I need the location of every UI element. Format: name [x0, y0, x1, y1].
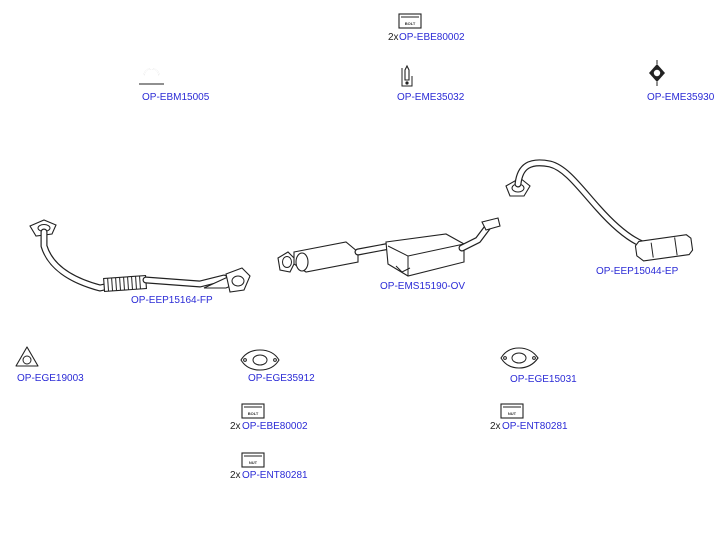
rear-pipe-part[interactable]: OP-EEP15044-EP [505, 159, 694, 277]
bolt-box-icon: BOLT [241, 403, 265, 419]
bolt-top-qty: 2x [388, 32, 399, 43]
nut-bottom-qty: 2x [230, 470, 241, 481]
bolt-mid-part[interactable]: BOLT 2x OP-EBE80002 [230, 403, 308, 432]
hanger-a-code-link[interactable]: OP-EME35032 [397, 92, 465, 103]
oval-gasket-icon [500, 347, 539, 369]
nut-right-qty: 2x [490, 421, 501, 432]
nut-right-part[interactable]: NUT 2x OP-ENT80281 [490, 403, 568, 432]
triangle-gasket-icon [15, 346, 39, 367]
gasket-b-code-link[interactable]: OP-EGE35912 [248, 373, 315, 384]
bolt-top-part[interactable]: BOLT 2x OP-EBE80002 [388, 13, 465, 43]
nut-bottom-part[interactable]: NUT 2x OP-ENT80281 [230, 452, 308, 481]
front-pipe-code-link[interactable]: OP-EEP15164-FP [131, 295, 213, 306]
gasket-a-code-link[interactable]: OP-EGE19003 [17, 373, 84, 384]
bolt-box-icon: BOLT [398, 13, 422, 29]
middle-silencer-icon [277, 217, 501, 277]
clamp-part[interactable]: OP-EBM15005 [139, 67, 210, 103]
front-pipe-icon [29, 219, 251, 293]
gasket-c-code-link[interactable]: OP-EGE15031 [510, 374, 577, 385]
front-pipe-part[interactable]: OP-EEP15164-FP [29, 219, 251, 306]
gasket-a-part[interactable]: OP-EGE19003 [15, 346, 84, 384]
bolt-box-label: BOLT [405, 21, 416, 26]
clamp-code-link[interactable]: OP-EBM15005 [142, 92, 210, 103]
oval-gasket-icon [240, 349, 280, 371]
hanger-a-part[interactable]: OP-EME35032 [397, 64, 465, 103]
hanger-b-part[interactable]: OP-EME35930 [647, 60, 715, 103]
bolt-top-code-link[interactable]: OP-EBE80002 [399, 32, 465, 43]
nut-box-icon: NUT [500, 403, 524, 419]
gasket-c-part[interactable]: OP-EGE15031 [500, 347, 577, 385]
middle-silencer-part[interactable]: OP-EMS15190-OV [277, 217, 501, 292]
hanger-b-code-link[interactable]: OP-EME35930 [647, 92, 715, 103]
bolt-mid-qty: 2x [230, 421, 241, 432]
rear-pipe-code-link[interactable]: OP-EEP15044-EP [596, 266, 679, 277]
gasket-b-part[interactable]: OP-EGE35912 [240, 349, 315, 384]
u-clamp-icon [139, 67, 164, 87]
nut-box-icon: NUT [241, 452, 265, 468]
bolt-mid-code-link[interactable]: OP-EBE80002 [242, 421, 308, 432]
middle-silencer-code-link[interactable]: OP-EMS15190-OV [380, 281, 465, 292]
nut-bottom-code-link[interactable]: OP-ENT80281 [242, 470, 308, 481]
bolt-box-label: BOLT [248, 411, 259, 416]
nut-box-label: NUT [249, 460, 258, 465]
rubber-mount-icon [649, 60, 665, 86]
rear-pipe-icon [505, 159, 694, 262]
rubber-hanger-icon [401, 64, 413, 87]
nut-box-label: NUT [508, 411, 517, 416]
nut-right-code-link[interactable]: OP-ENT80281 [502, 421, 568, 432]
